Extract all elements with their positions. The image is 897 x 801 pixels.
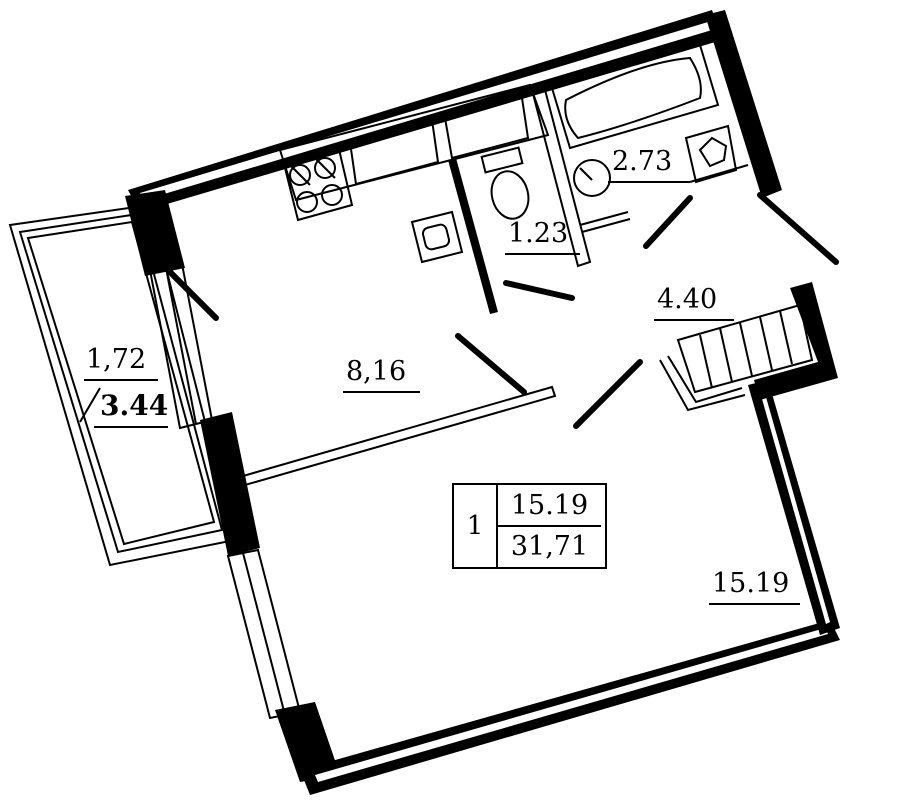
room-count: 1	[454, 485, 498, 567]
hall-area-label: 4.40	[657, 284, 717, 315]
kitchen-counter	[278, 83, 550, 202]
toilet-area-label: 1.23	[508, 218, 568, 249]
balcony-frame	[8, 203, 237, 567]
door-bathroom	[643, 195, 693, 249]
door-kitchen	[455, 333, 527, 395]
wall-bath-toilet	[530, 84, 592, 268]
sink-icon	[410, 210, 464, 264]
wall-kitchen-living	[234, 385, 557, 489]
wall-column-lower	[275, 702, 340, 782]
toilet-icon	[480, 146, 530, 220]
bathtub-icon	[550, 43, 720, 150]
door-balcony	[165, 267, 219, 321]
door-toilet	[503, 280, 575, 301]
living-area-total: 15.19	[498, 487, 601, 527]
window-left-lower	[226, 548, 302, 720]
washing-machine-icon	[573, 159, 611, 197]
wall-column-middle	[200, 412, 260, 556]
door-living	[573, 359, 643, 429]
total-area: 31,71	[510, 531, 589, 562]
wall-column-upper	[125, 190, 185, 276]
wall-right-upper	[705, 10, 782, 198]
wall-toilet-left	[448, 158, 498, 314]
stove-icon	[281, 143, 354, 222]
balcony-area-alt-label: 3.44	[100, 389, 168, 422]
door-entrance	[757, 192, 839, 265]
living-room-area-label: 15.19	[712, 568, 789, 599]
bathroom-area-label: 2.73	[612, 146, 672, 177]
apartment-summary-box: 1 15.19 31,71	[452, 483, 607, 569]
balcony-area-label: 1,72	[86, 344, 146, 375]
kitchen-area-label: 8,16	[346, 356, 406, 387]
window-left-upper	[148, 262, 214, 430]
hall-storage-hatch	[676, 303, 814, 394]
wall-hall-niche	[754, 282, 838, 400]
washbasin-icon	[684, 124, 738, 184]
